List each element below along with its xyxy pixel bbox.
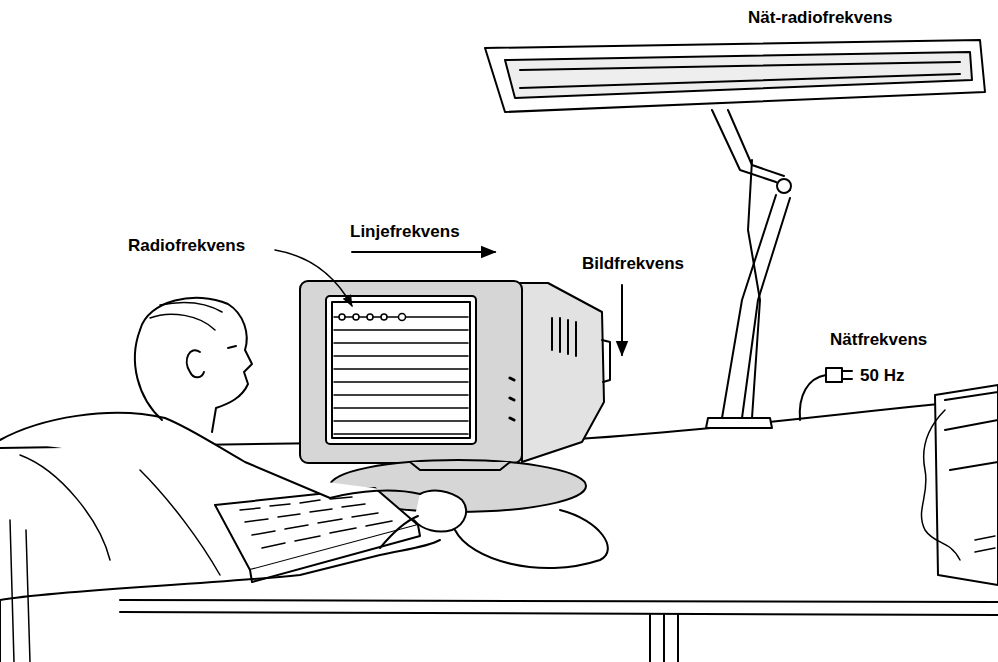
fax-machine xyxy=(921,385,998,585)
screen-lines xyxy=(334,317,468,434)
frequency-label: Nät-radiofrekvens xyxy=(748,8,893,28)
frequency-arrows xyxy=(275,250,622,355)
frequency-label: Nätfrekvens xyxy=(830,330,927,350)
person xyxy=(0,298,466,662)
keyboard xyxy=(215,488,420,582)
power-plug xyxy=(800,368,852,420)
screen-dots xyxy=(339,314,406,321)
frequency-label: Linjefrekvens xyxy=(350,222,460,242)
frequency-label: 50 Hz xyxy=(860,366,904,386)
frequency-label: Bildfrekvens xyxy=(582,254,684,274)
mouse-cable xyxy=(455,510,608,568)
frequency-label: Radiofrekvens xyxy=(128,236,245,256)
monitor xyxy=(300,281,610,512)
